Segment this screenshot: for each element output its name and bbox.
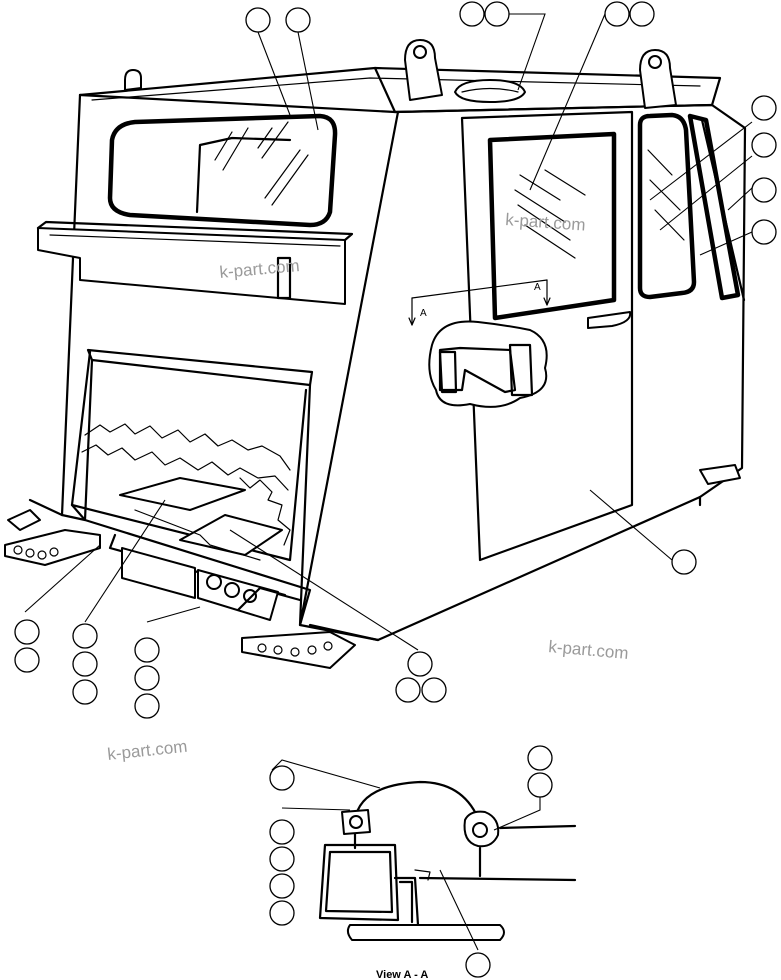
leader-lines (24, 13, 753, 951)
callout-balloon (629, 1, 655, 27)
callout-balloon (671, 549, 697, 575)
watermark: k-part.com (106, 737, 188, 764)
section-mark-left: A (420, 308, 427, 319)
callout-balloon (604, 1, 630, 27)
callout-balloon (421, 677, 447, 703)
section-detail-view (318, 780, 577, 941)
callout-balloon (527, 772, 553, 798)
callout-balloon (465, 952, 491, 978)
callout-balloon (269, 873, 295, 899)
callout-balloon (245, 7, 271, 33)
view-caption: View A - A (376, 969, 428, 980)
callout-balloon (134, 637, 160, 663)
callout-balloon (269, 846, 295, 872)
callout-balloon (285, 7, 311, 33)
callout-balloon (72, 679, 98, 705)
callout-balloon (134, 693, 160, 719)
callout-balloon (751, 177, 777, 203)
watermark: k-part.com (548, 637, 630, 663)
cab-body (4, 39, 747, 669)
callout-balloon (14, 647, 40, 673)
callout-balloon (269, 819, 295, 845)
callout-balloon (751, 132, 777, 158)
callout-balloon (484, 1, 510, 27)
callout-balloon (751, 219, 777, 245)
callout-balloon (407, 651, 433, 677)
callout-balloon (269, 900, 295, 926)
callout-balloon (527, 745, 553, 771)
callout-balloon (269, 765, 295, 791)
callout-balloons (14, 1, 777, 978)
callout-balloon (72, 623, 98, 649)
watermark: k-part.com (505, 210, 586, 235)
section-mark-right: A (534, 282, 541, 293)
callout-balloon (14, 619, 40, 645)
callout-balloon (134, 665, 160, 691)
callout-balloon (459, 1, 485, 27)
callout-balloon (751, 95, 777, 121)
callout-balloon (395, 677, 421, 703)
callout-balloon (72, 651, 98, 677)
